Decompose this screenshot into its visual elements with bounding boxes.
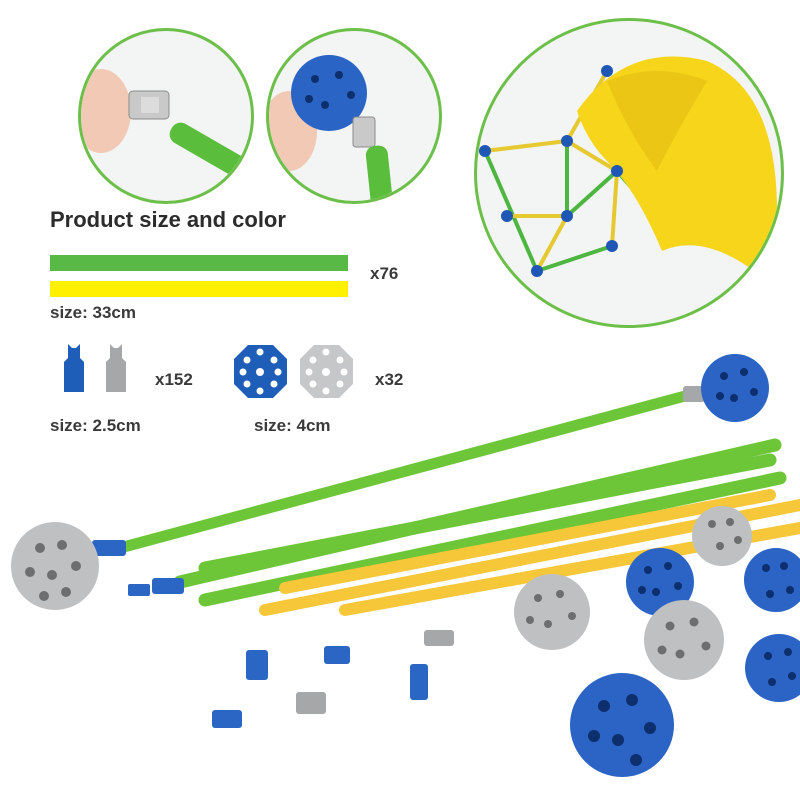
- fort-tent-icon: [479, 56, 777, 281]
- connector-size: size: 2.5cm: [50, 416, 141, 435]
- blue-connector-icon: [64, 344, 84, 392]
- fort-tent-circle: [474, 18, 784, 328]
- gray-connector-icon: [106, 344, 126, 392]
- ball-count: x32: [375, 370, 404, 389]
- connector-count: x152: [155, 370, 193, 389]
- assembly-step-1-circle: [78, 28, 254, 204]
- ball-size: size: 4cm: [254, 416, 331, 435]
- large-gray-ball: [11, 522, 99, 610]
- gray-ball-icon: [300, 345, 353, 398]
- green-rod-swatch: [50, 255, 348, 271]
- assembly-step-2-circle: [266, 28, 442, 204]
- rod-count: x76: [370, 264, 399, 283]
- rod-connector-insert-icon: [81, 69, 251, 185]
- section-heading: Product size and color: [50, 207, 286, 232]
- ball-connector-insert-icon: [269, 55, 395, 201]
- blue-ball-icon: [234, 345, 287, 398]
- rod-size: size: 33cm: [50, 303, 136, 322]
- yellow-rod-swatch: [50, 281, 348, 297]
